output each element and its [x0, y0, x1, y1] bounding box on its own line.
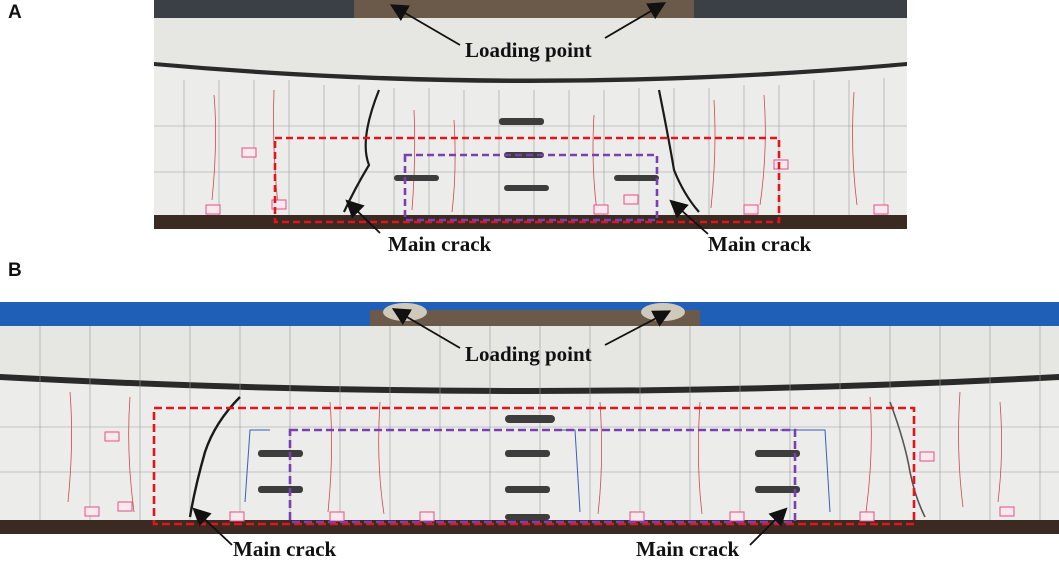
panel-b-main-crack-right-label: Main crack	[636, 537, 740, 561]
panel-a-main-crack-left-label: Main crack	[388, 232, 492, 256]
panel-a-label: A	[8, 2, 22, 23]
panel-a-photo	[154, 0, 907, 229]
panel-b-photo	[0, 302, 1059, 534]
panel-a-loading-point-label: Loading point	[465, 38, 592, 62]
panel-b-main-crack-left-label: Main crack	[233, 537, 337, 561]
panel-b-label: B	[8, 260, 22, 281]
panel-a-main-crack-right-label: Main crack	[708, 232, 812, 256]
panel-b-loading-point-label: Loading point	[465, 342, 592, 366]
